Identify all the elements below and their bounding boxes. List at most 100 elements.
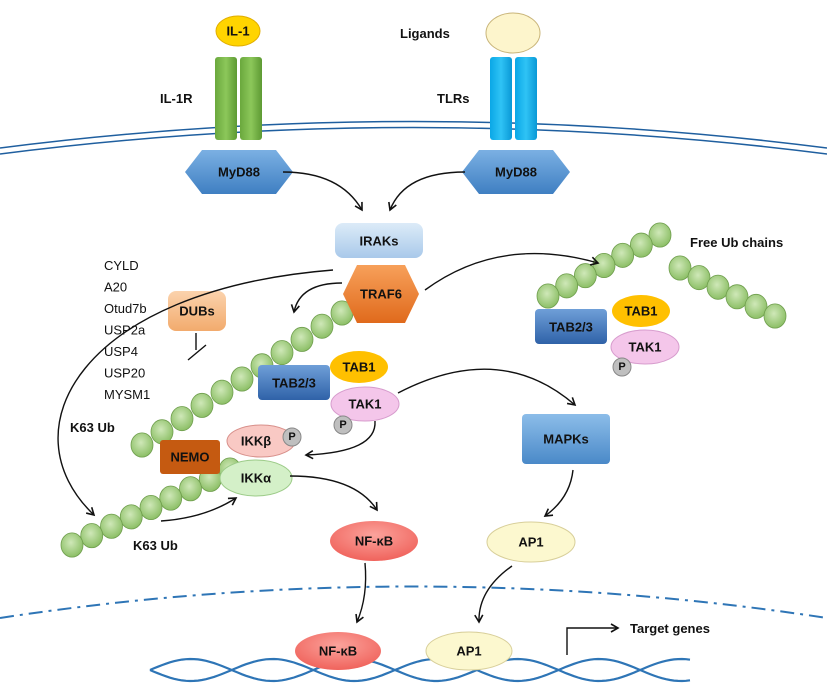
tab1-node [330, 351, 388, 383]
ubiquitin-bead [744, 293, 768, 319]
ubiquitin-bead [139, 494, 163, 520]
nemo-node [160, 440, 220, 474]
il1-ligand [215, 15, 261, 47]
ubiquitin-bead [536, 283, 560, 309]
dub-list-item: A20 [104, 280, 127, 295]
free-tak1-p-label: P [618, 361, 625, 373]
ubiquitin-bead [706, 274, 730, 300]
dna-strand [149, 657, 691, 683]
nfkb-nuc-label: NF-κB [319, 644, 357, 659]
ubiquitin-bead [100, 513, 123, 539]
tlrs-label: TLRs [437, 91, 470, 106]
tak1-node [330, 386, 400, 422]
k63-upper-label: K63 Ub [70, 420, 115, 435]
ikka-label: IKKα [241, 471, 271, 486]
ubiquitin-bead [230, 366, 254, 392]
nfkb-cyto-label: NF-κB [355, 534, 393, 549]
ubiquitin-bead [170, 406, 194, 432]
free-tak1-node [610, 329, 680, 365]
ubiquitin-bead [668, 255, 692, 281]
tak1-p-label: P [339, 419, 346, 431]
ap1-nuc-node [425, 631, 513, 671]
mapks-label: MAPKs [543, 432, 589, 447]
transcription-start-arrow [566, 623, 620, 655]
ikkb-label: IKKβ [241, 434, 271, 449]
tab23-label: TAB2/3 [272, 376, 316, 391]
dub-list-item: Otud7b [104, 301, 147, 316]
free-tab23-node [535, 309, 607, 344]
irak-node [335, 223, 423, 258]
dub-list-item: MYSM1 [104, 387, 150, 402]
myd88-left-label: MyD88 [218, 165, 260, 180]
il1-label: IL-1 [226, 24, 249, 39]
ikka-node [219, 459, 293, 497]
ubiquitin-bead [573, 263, 597, 289]
ubiquitin-bead [159, 485, 183, 511]
tab1-label: TAB1 [343, 360, 376, 375]
traf6-node [343, 265, 419, 323]
dub-list-item: USP4 [104, 344, 138, 359]
dub-list-item: USP2a [104, 323, 146, 338]
ubiquitin-bead [119, 504, 143, 530]
ubiquitin-bead [210, 379, 234, 405]
free-tak1-label: TAK1 [629, 340, 662, 355]
ubiquitin-bead [130, 432, 154, 458]
dub-list-item: CYLD [104, 258, 139, 273]
ubiquitin-bead [687, 265, 711, 291]
ikkb-p-label: P [288, 431, 295, 443]
k63-lower-label: K63 Ub [133, 538, 178, 553]
ubiquitin-bead [179, 476, 202, 502]
tlr-receptor [490, 57, 537, 140]
ubiquitin-chains [60, 222, 787, 558]
ap1-nuc-label: AP1 [456, 644, 481, 659]
ubiquitin-bead [310, 313, 334, 339]
mapks-node [522, 414, 610, 464]
pathway-arrows [57, 171, 600, 624]
il1r-receptor [215, 57, 262, 140]
free-ub-label: Free Ub chains [690, 235, 783, 250]
tab23-node [258, 365, 330, 400]
free-tab23-label: TAB2/3 [549, 320, 593, 335]
tak1-label: TAK1 [349, 397, 382, 412]
ubiquitin-bead [60, 532, 84, 558]
traf6-label: TRAF6 [360, 287, 402, 302]
myd88-right [462, 150, 570, 194]
nfkb-nuc-node [295, 632, 381, 670]
ap1-cyto-label: AP1 [518, 535, 543, 550]
dub-list-item: USP20 [104, 366, 145, 381]
ubiquitin-bead [190, 392, 214, 418]
nuclear-membrane [0, 585, 827, 619]
ap1-cyto-node [486, 521, 576, 563]
ubiquitin-bead [629, 232, 653, 258]
free-tab1-label: TAB1 [625, 304, 658, 319]
ubiquitin-bead [270, 340, 294, 366]
dubs-label: DUBs [179, 304, 214, 319]
dna-strand [149, 657, 691, 683]
tlr-ligand [485, 12, 541, 54]
ubiquitin-bead [80, 523, 104, 549]
ligands-label: Ligands [400, 26, 450, 41]
ubiquitin-bead [725, 284, 749, 310]
ubiquitin-bead [648, 222, 672, 248]
target-genes-label: Target genes [630, 621, 710, 636]
nfkb-cyto-node [330, 521, 418, 561]
ubiquitin-bead [763, 303, 787, 329]
ubiquitin-bead [611, 242, 635, 268]
nemo-label: NEMO [171, 450, 210, 465]
dubs-node [168, 291, 226, 331]
ikkb-phospho [282, 427, 302, 447]
free-tab1-node [612, 295, 670, 327]
free-tak1-phospho [612, 357, 632, 377]
il1r-label: IL-1R [160, 91, 193, 106]
dna-helix [149, 657, 691, 683]
myd88-right-label: MyD88 [495, 165, 537, 180]
ubiquitin-bead [290, 326, 314, 352]
tak1-phospho [333, 415, 353, 435]
myd88-left [185, 150, 293, 194]
irak-label: IRAKs [359, 234, 398, 249]
ubiquitin-bead [555, 273, 579, 299]
cell-membrane [0, 120, 827, 155]
